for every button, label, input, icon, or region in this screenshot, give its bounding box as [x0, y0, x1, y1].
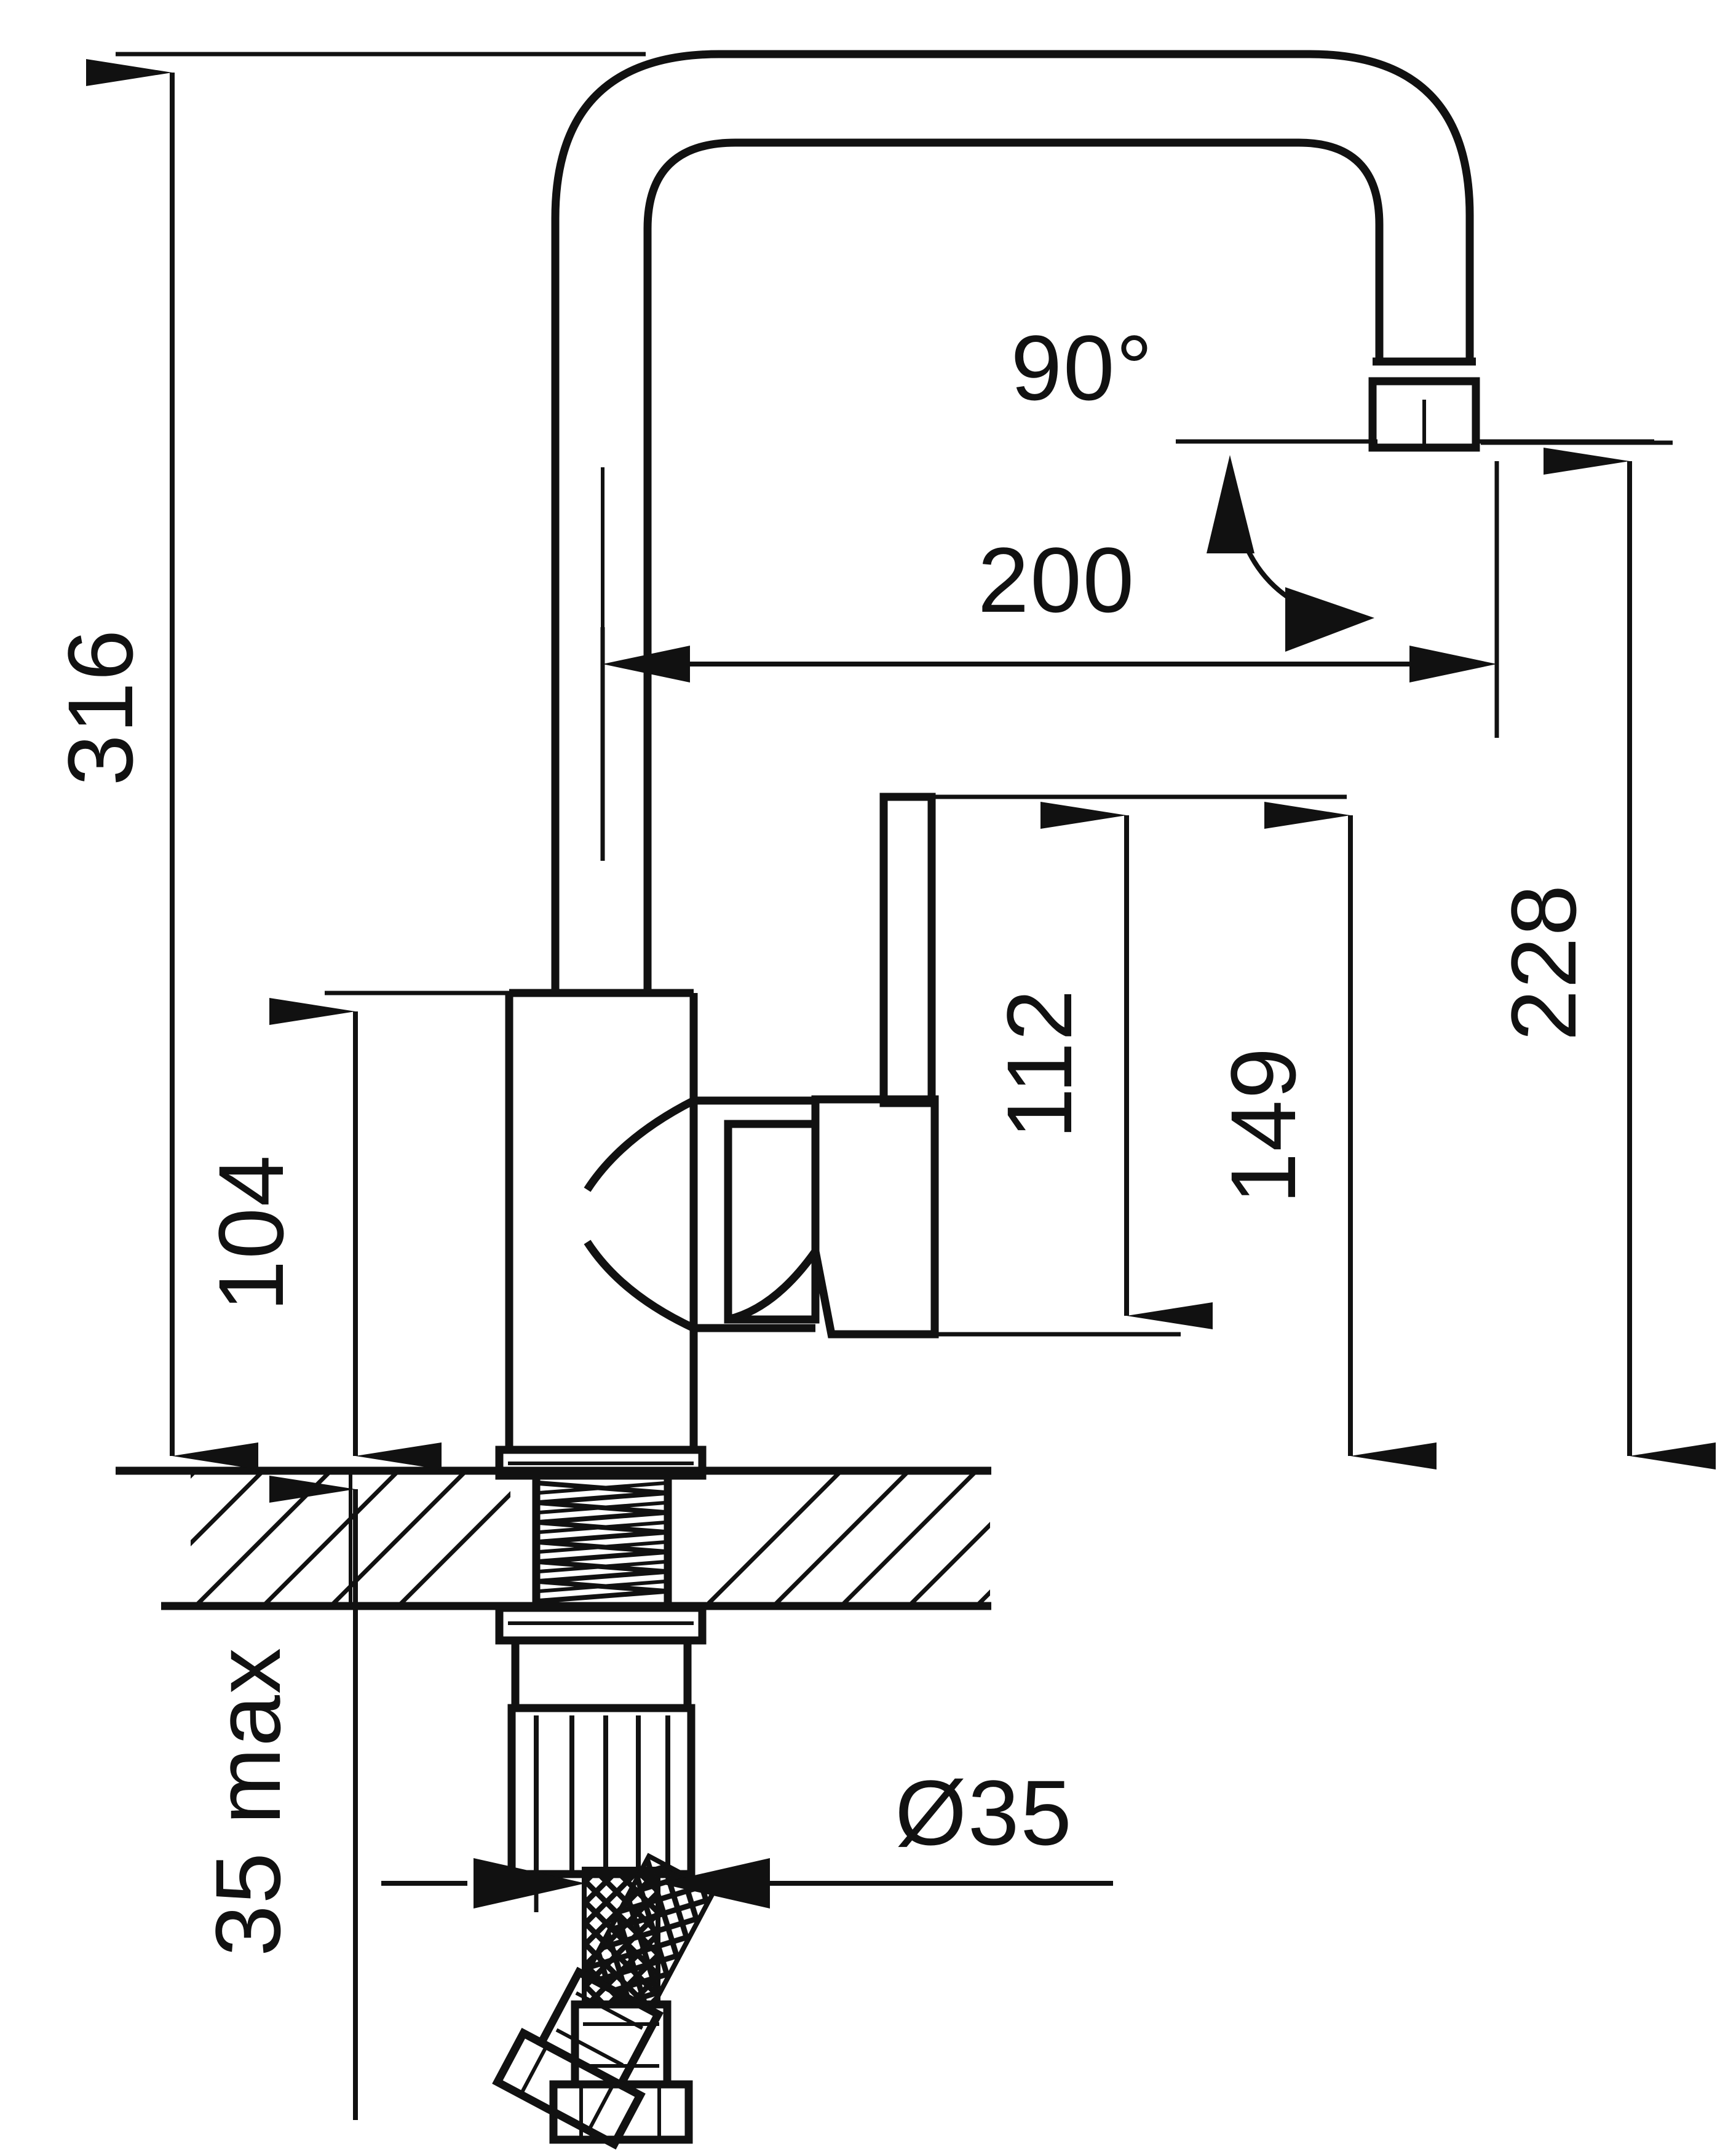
dim-label-200: 200 — [978, 528, 1135, 631]
spout-inner-profile — [643, 138, 1384, 993]
thread-back-zigzag — [538, 1481, 666, 1593]
hose-right — [492, 1853, 718, 2150]
countertop-section — [116, 1466, 991, 1610]
deck-hatch-right — [707, 1470, 990, 1608]
hose-right-nut-face-1 — [520, 2046, 548, 2095]
spout-gooseneck — [551, 50, 1474, 993]
dim-label-149: 149 — [1211, 1046, 1315, 1204]
dim-label-228: 228 — [1492, 884, 1595, 1041]
body-vertical-walls — [505, 993, 698, 1451]
hose-right-hex-nut — [492, 2027, 646, 2150]
handle-hub — [811, 1095, 939, 1339]
hose-right-ferrule-seam-a — [575, 1991, 644, 2030]
hose-right-nut-face-2 — [587, 2082, 616, 2130]
dim-dia35-arrow-left — [474, 1858, 585, 1909]
deck-hatch-left — [191, 1470, 510, 1608]
dim-label-90-degree: 90° — [1011, 316, 1154, 419]
shank-thread-pattern — [538, 1481, 666, 1604]
dim-200-arrow-left — [603, 646, 690, 682]
cartridge-block — [724, 1120, 820, 1324]
dim-label-dia-35: Ø35 — [895, 1761, 1073, 1864]
handle-under-sweep — [727, 1249, 819, 1324]
hose-left-hex-nut — [549, 2080, 693, 2144]
dim-label-35-max: 35 max — [196, 1647, 299, 1956]
hose-right-ferrule-seam-b — [555, 2028, 624, 2067]
dimension-dia-35-mounting-hole: Ø35 — [381, 1761, 1113, 1912]
braided-supply-hoses — [492, 1853, 718, 2150]
dim-dia35-arrow-right — [659, 1858, 770, 1909]
dimension-200-spout-reach: 200 — [600, 461, 1499, 861]
dimension-316-overall-height: 316 — [49, 52, 646, 1470]
lever-handle — [727, 793, 939, 1339]
swivel-arrow-right — [1285, 587, 1374, 652]
spout-outer-profile — [551, 50, 1474, 993]
dimension-35-max-deck-thickness: 35 max — [196, 1476, 358, 2120]
dim-label-316: 316 — [49, 628, 152, 786]
mixer-body — [505, 989, 820, 1451]
dim-200-arrow-right — [1409, 646, 1497, 682]
dimension-149-handle-clearance: 149 — [1211, 802, 1437, 1470]
deck-mount-assembly — [495, 1446, 707, 1878]
swivel-arrow-up — [1207, 455, 1254, 553]
fixing-nut-upper — [511, 1636, 692, 1712]
valve-seat-arc-lower — [584, 1240, 696, 1332]
splined-collar — [507, 1704, 696, 1878]
dimension-228-spout-height: 228 — [1481, 440, 1716, 1470]
lever-stem — [879, 793, 936, 1107]
hose-right-braid — [585, 1856, 715, 2011]
dim-label-104: 104 — [199, 1154, 303, 1311]
dimension-104-body-height: 104 — [199, 991, 520, 1470]
valve-seat-arc-upper — [584, 1097, 696, 1192]
dimension-112-lever-height: 112 — [881, 794, 1347, 1337]
dim-label-112: 112 — [988, 988, 1091, 1139]
spout-outlet-aerator — [1368, 357, 1480, 452]
thread-zigzag — [538, 1481, 666, 1604]
annotation-90-degree-swivel: 90° — [1011, 316, 1654, 652]
